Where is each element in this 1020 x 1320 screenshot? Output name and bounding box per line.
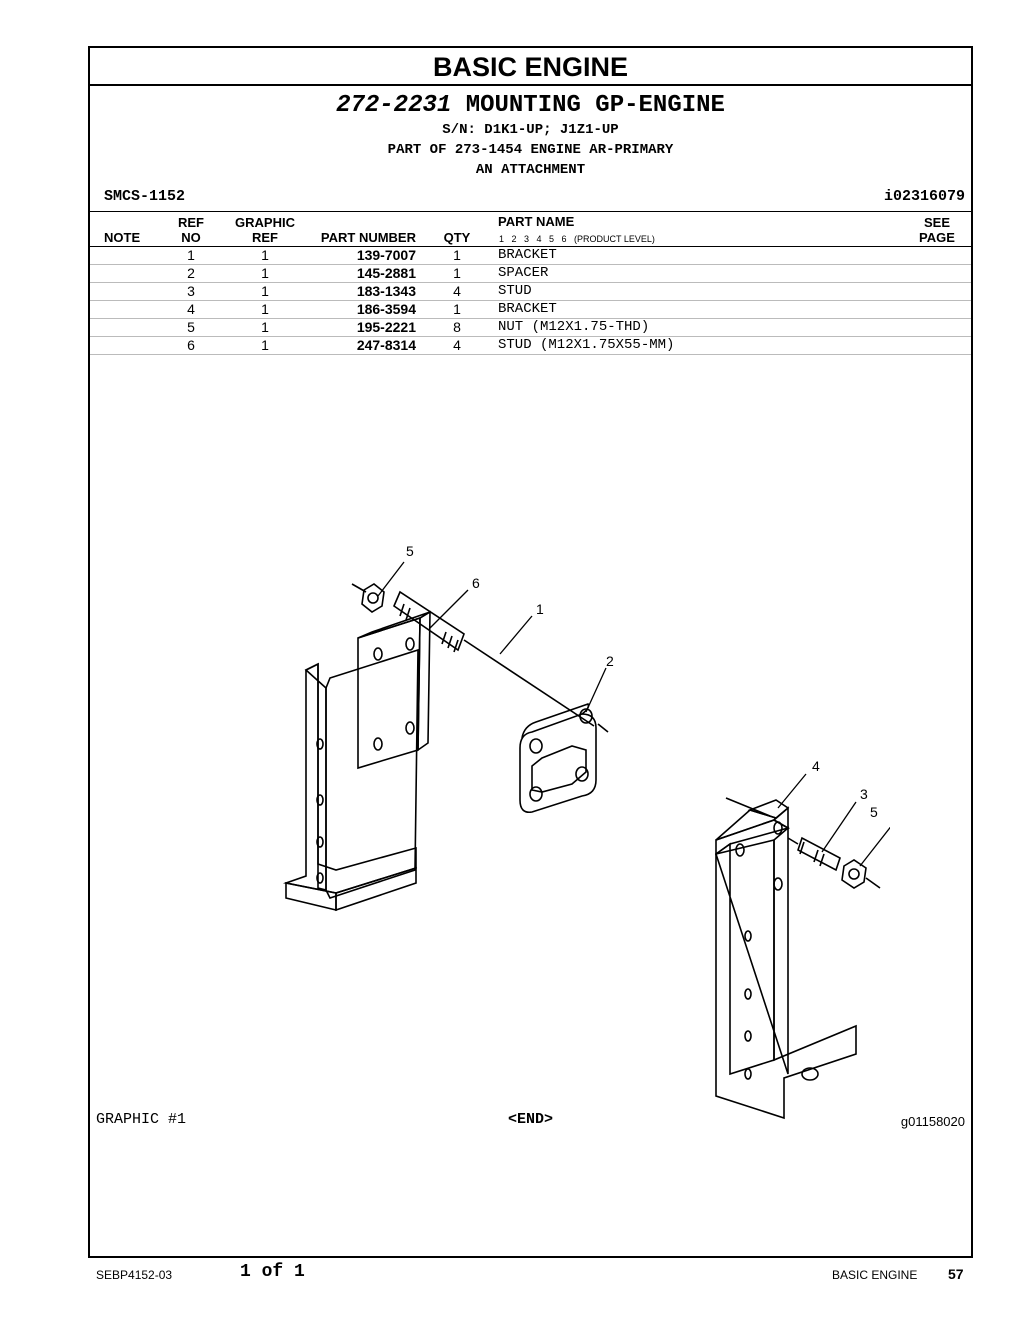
- bracket-right: [715, 797, 857, 1120]
- callout-number: 1: [536, 601, 544, 617]
- quantity: 4: [453, 283, 461, 299]
- attachment: AN ATTACHMENT: [475, 162, 586, 178]
- callout-number: 2: [606, 653, 614, 669]
- header-ref-top: REF: [178, 215, 204, 230]
- part-name: NUT (M12X1.75-THD): [498, 319, 650, 335]
- callout-number: 5: [870, 804, 878, 820]
- callout-number: 4: [812, 758, 820, 774]
- part-of: PART OF 273-1454 ENGINE AR-PRIMARY: [387, 142, 674, 158]
- header-part-number: PART NUMBER: [320, 230, 416, 245]
- quantity: 8: [453, 319, 461, 335]
- callout-number: 6: [472, 575, 480, 591]
- header-qty: QTY: [443, 230, 471, 245]
- header-see-top: SEE: [923, 215, 950, 230]
- quantity: 1: [453, 265, 461, 281]
- part-number: 186-3594: [356, 301, 416, 317]
- graphic-label: GRAPHIC #1: [96, 1111, 187, 1128]
- table-header: NOTE REF NO GRAPHIC REF PART NUMBER QTY …: [90, 211, 971, 247]
- serial-range: S/N: D1K1-UP; J1Z1-UP: [442, 122, 619, 138]
- graphic-ref: 1: [261, 319, 269, 335]
- quantity: 1: [453, 301, 461, 317]
- part-name: STUD: [498, 283, 532, 299]
- ref-no: 2: [187, 265, 195, 281]
- quantity: 4: [453, 337, 461, 353]
- part-number: 145-2881: [356, 265, 416, 281]
- page-frame: BASIC ENGINE 272-2231 MOUNTING GP-ENGINE…: [88, 46, 973, 1258]
- stud-and-nut-left: [351, 583, 609, 733]
- header-note: NOTE: [104, 230, 141, 245]
- exploded-parts-illustration: 5 6 1 2 4 3 5: [282, 543, 890, 1120]
- header-graphic-top: GRAPHIC: [235, 215, 295, 230]
- group-name: MOUNTING GP-ENGINE: [465, 92, 725, 119]
- header-see-bottom: PAGE: [919, 230, 955, 245]
- ref-no: 1: [187, 247, 195, 263]
- table-row: 2 1 145-2881 1 SPACER: [90, 264, 971, 283]
- part-name: STUD (M12X1.75X55-MM): [498, 337, 675, 353]
- section-title: BASIC ENGINE: [90, 48, 971, 86]
- callout-number: 5: [406, 543, 414, 559]
- graphic-id: g01158020: [900, 1114, 965, 1129]
- header-product-levels: 1 2 3 4 5 6 (PRODUCT LEVEL): [499, 234, 655, 244]
- part-number: 183-1343: [356, 283, 416, 299]
- group-title: 272-2231 MOUNTING GP-ENGINE: [90, 92, 971, 119]
- stud-and-nut-right: [787, 836, 881, 889]
- table-row: 4 1 186-3594 1 BRACKET: [90, 300, 971, 319]
- table-row: 6 1 247-8314 4 STUD (M12X1.75X55-MM): [90, 336, 971, 355]
- table-row: 3 1 183-1343 4 STUD: [90, 282, 971, 301]
- page-number: 57: [948, 1266, 964, 1282]
- graphic-ref: 1: [261, 337, 269, 353]
- header-part-name: PART NAME: [498, 214, 575, 229]
- smcs-code: SMCS-1152: [104, 188, 186, 205]
- header-graphic-bottom: REF: [252, 230, 278, 245]
- ref-no: 3: [187, 283, 195, 299]
- header-ref-bottom: NO: [181, 230, 201, 245]
- callout-number: 3: [860, 786, 868, 802]
- bracket-left: [282, 610, 431, 912]
- doc-number: SEBP4152-03: [96, 1268, 173, 1282]
- part-name: SPACER: [498, 265, 549, 281]
- graphic-ref: 1: [261, 301, 269, 317]
- callout-leaders: [377, 561, 890, 867]
- graphic-ref: 1: [261, 265, 269, 281]
- end-marker: <END>: [507, 1111, 553, 1128]
- table-row: 5 1 195-2221 8 NUT (M12X1.75-THD): [90, 318, 971, 337]
- part-number: 247-8314: [356, 337, 416, 353]
- group-number: 272-2231: [336, 92, 452, 119]
- footer-section: BASIC ENGINE: [832, 1268, 918, 1282]
- table-row: 1 1 139-7007 1 BRACKET: [90, 246, 971, 265]
- ref-no: 4: [187, 301, 195, 317]
- part-number: 195-2221: [356, 319, 416, 335]
- part-name: BRACKET: [498, 247, 557, 263]
- part-name: BRACKET: [498, 301, 557, 317]
- ref-no: 5: [187, 319, 195, 335]
- part-number: 139-7007: [356, 247, 416, 263]
- illustration-id: i02316079: [883, 188, 965, 205]
- page-count: 1 of 1: [240, 1262, 305, 1282]
- quantity: 1: [453, 247, 461, 263]
- graphic-ref: 1: [261, 247, 269, 263]
- graphic-ref: 1: [261, 283, 269, 299]
- ref-no: 6: [187, 337, 195, 353]
